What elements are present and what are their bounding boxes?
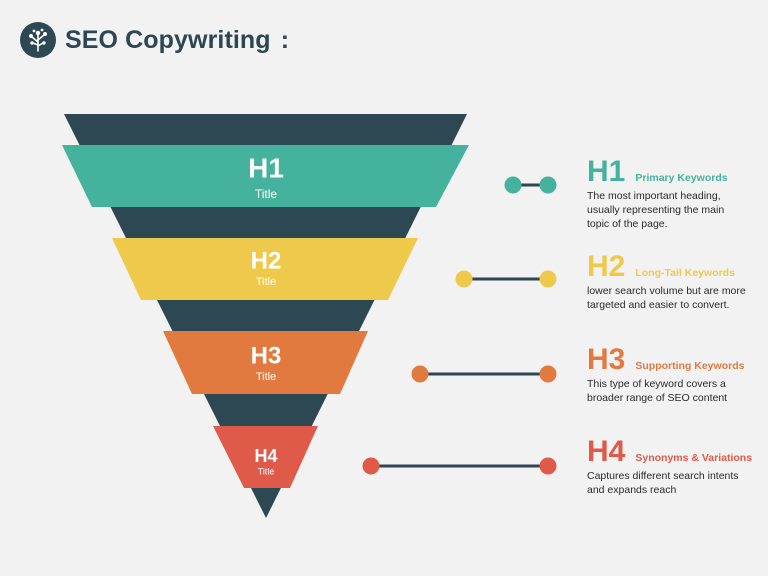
tree-icon [20,22,56,58]
funnel-band-h4 [213,426,318,488]
title-text: SEO Copywriting [65,25,271,54]
connector-dot-start-h2 [455,270,473,288]
band-sublabel-h3: Title [256,371,276,383]
connector-dot-end-h2 [539,270,557,288]
legend-level: H3 [587,343,626,376]
legend-description: lower search volume but are more targete… [587,285,746,311]
band-sublabel-h2: Title [256,276,276,288]
legend-keyword: Long-Tail Keywords [635,267,735,279]
band-sublabel-h4: Title [258,466,275,476]
funnel-band-h1 [62,145,469,207]
band-sublabel-h1: Title [255,187,278,201]
legend-description: Captures different search intents and ex… [587,470,739,496]
legend-keyword: Synonyms & Variations [635,452,753,464]
title-colon: : [280,25,290,54]
header: SEO Copywriting : [20,22,289,58]
legend-level: H2 [587,250,626,283]
band-label-h4: H4 [254,446,277,466]
funnel-band-h2 [112,238,418,300]
band-label-h3: H3 [251,342,282,369]
connector-dot-start-h1 [504,176,522,194]
connector-dot-end-h1 [539,176,557,194]
legend-keyword: Primary Keywords [635,172,728,184]
legend-description: This type of keyword covers a broader ra… [587,378,728,404]
legend-level: H1 [587,155,626,188]
band-label-h1: H1 [248,152,284,183]
page-title: SEO Copywriting : [65,26,289,55]
band-label-h2: H2 [251,247,282,274]
connector-dot-end-h4 [539,457,557,475]
legend-level: H4 [587,435,626,468]
funnel-back [64,114,467,518]
funnel-band-h3 [163,331,368,394]
connector-dot-start-h4 [362,457,380,475]
legend-description: The most important heading, usually repr… [587,190,725,230]
connector-dot-end-h3 [539,365,557,383]
legend-keyword: Supporting Keywords [635,360,745,372]
connector-dot-start-h3 [411,365,429,383]
